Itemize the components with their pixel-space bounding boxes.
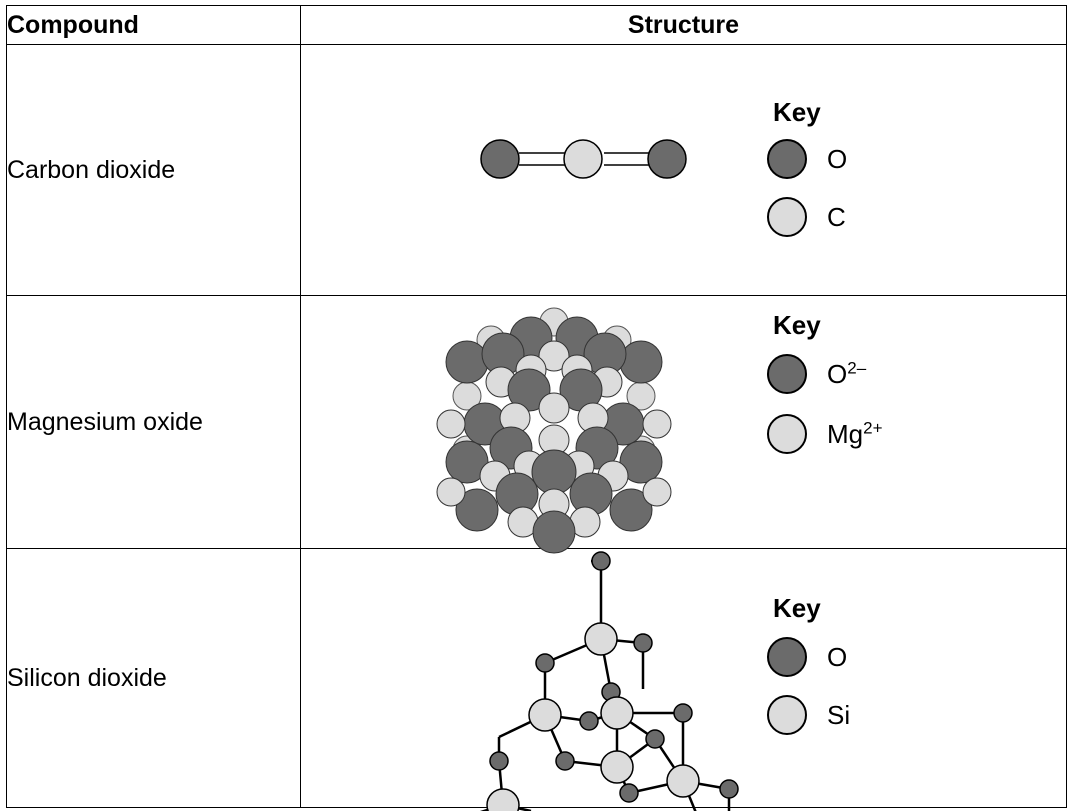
compound-name-silicon-dioxide: Silicon dioxide: [6, 548, 301, 808]
si-atom: [600, 750, 634, 784]
header-compound: Compound: [6, 5, 301, 45]
key-symbol: C: [827, 201, 846, 232]
mg-ion: [436, 477, 466, 507]
dark-atom-swatch: [767, 354, 807, 394]
o-atom: [619, 783, 639, 803]
key-entry-oxide-ion: O2–: [767, 354, 866, 394]
header-structure: Structure: [300, 5, 1067, 45]
table-row: Magnesium oxide: [6, 295, 1067, 554]
o-atom: [489, 751, 509, 771]
compound-name-carbon-dioxide: Carbon dioxide: [6, 44, 301, 296]
magnesium-oxide-lattice-diagram: [436, 307, 672, 554]
mg-ion: [538, 392, 570, 424]
key-entry-carbon: C: [767, 197, 846, 237]
light-atom-swatch: [767, 414, 807, 454]
key-symbol: O2–: [827, 357, 867, 389]
o-ion: [619, 340, 663, 384]
key-entry-silicon: Si: [767, 695, 850, 735]
key-entry-oxygen: O: [767, 139, 847, 179]
o-atom: [645, 729, 665, 749]
header-row: Compound Structure: [6, 5, 1067, 45]
structure-cell-silicon-dioxide: Key O Si: [300, 548, 1067, 811]
si-atom: [584, 622, 618, 656]
o-atom: [579, 711, 599, 731]
key-symbol: O: [827, 641, 848, 672]
carbon-atom: [563, 139, 603, 179]
o-ion: [445, 440, 489, 484]
si-atom: [600, 696, 634, 730]
mg-ion: [642, 477, 672, 507]
o-ion: [455, 488, 499, 532]
key-entry-oxygen: O: [767, 637, 847, 677]
key-title: Key: [773, 593, 821, 623]
key-title: Key: [773, 97, 821, 127]
o-ion: [445, 340, 489, 384]
mg-ion: [538, 340, 570, 372]
structure-cell-magnesium-oxide: Key O2– Mg2+: [300, 295, 1067, 554]
silicon-dioxide-network-diagram: [480, 551, 739, 811]
o-atom: [633, 633, 653, 653]
light-atom-swatch: [767, 197, 807, 237]
mg-ion: [436, 409, 466, 439]
structure-cell-carbon-dioxide: Key O C: [300, 44, 1067, 296]
key-symbol: O: [827, 143, 848, 174]
o-ion: [507, 368, 551, 412]
dark-atom-swatch: [767, 139, 807, 179]
oxygen-atom: [480, 139, 520, 179]
oxygen-atom: [647, 139, 687, 179]
table-row: Silicon dioxide: [6, 548, 1067, 811]
si-atom: [528, 698, 562, 732]
o-atom: [591, 551, 611, 571]
key-symbol: Mg2+: [827, 417, 883, 449]
o-ion: [532, 510, 576, 554]
mg-ion: [642, 409, 672, 439]
key-entry-magnesium-ion: Mg2+: [767, 414, 883, 454]
dark-atom-swatch: [767, 637, 807, 677]
o-ion: [531, 449, 577, 495]
light-atom-swatch: [767, 695, 807, 735]
key-symbol: Si: [827, 699, 851, 730]
o-ion: [609, 488, 653, 532]
carbon-dioxide-molecule-diagram: [480, 139, 687, 179]
o-atom: [555, 751, 575, 771]
key-title: Key: [773, 310, 821, 340]
compound-structure-table: Compound Structure Carbon dioxide Key O: [6, 5, 1067, 811]
o-atom: [719, 779, 739, 799]
o-ion: [619, 440, 663, 484]
o-atom: [673, 703, 693, 723]
si-atom: [666, 764, 700, 798]
table-row: Carbon dioxide Key O C: [6, 44, 1067, 296]
compound-name-magnesium-oxide: Magnesium oxide: [6, 295, 301, 549]
o-atom: [535, 653, 555, 673]
si-atom: [486, 788, 520, 811]
